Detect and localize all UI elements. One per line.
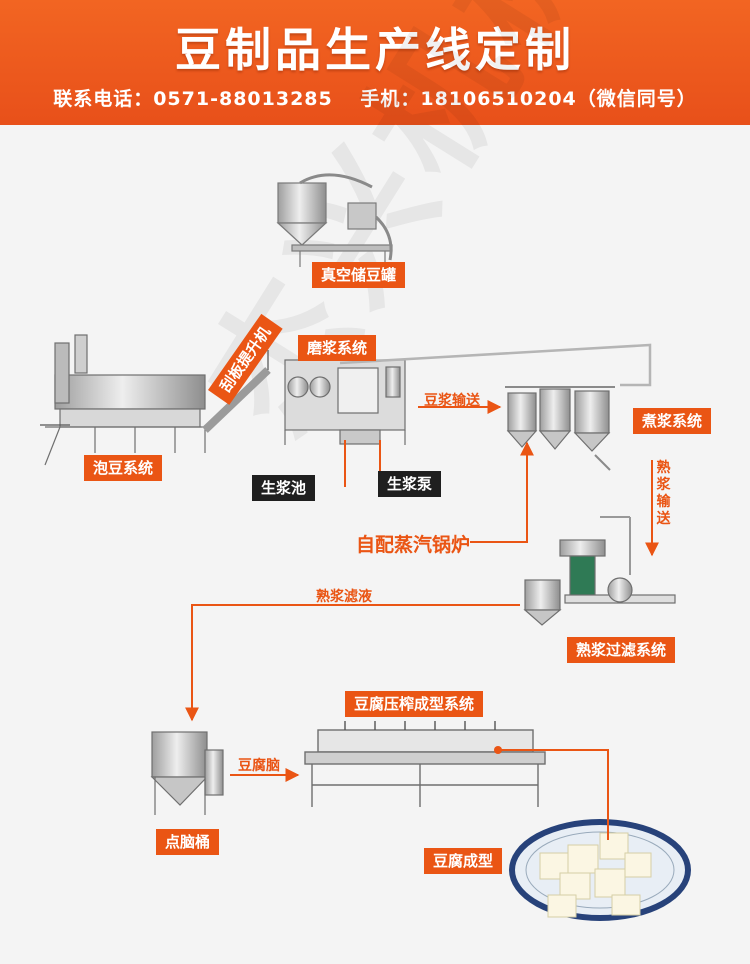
flow-cooked-transport: 熟浆输送 <box>656 460 671 527</box>
label-soak-system: 泡豆系统 <box>84 455 163 481</box>
page-title: 豆制品生产线定制 <box>175 23 575 77</box>
header-banner: 豆制品生产线定制 联系电话：0571-88013285 手机：181065102… <box>0 0 750 125</box>
label-grinding-system: 磨浆系统 <box>298 335 377 361</box>
press-system-machine <box>304 721 546 807</box>
filter-system-machine <box>523 516 676 626</box>
flow-cooked-filtrate: 熟浆滤液 <box>316 589 372 605</box>
flow-lines <box>40 173 691 921</box>
flow-arrows <box>185 400 659 782</box>
tofu-pointer <box>494 746 609 840</box>
label-filter-system: 熟浆过滤系统 <box>567 637 676 663</box>
tofu-plate-image <box>509 819 691 921</box>
soak-system-machine <box>40 334 210 466</box>
label-press-system: 豆腐压榨成型系统 <box>345 691 484 717</box>
label-boiling-system: 煮浆系统 <box>633 408 712 434</box>
vacuum-tank-machine <box>276 173 393 267</box>
label-tofu-formed: 豆腐成型 <box>424 848 503 874</box>
scraper-elevator-machine <box>202 350 271 433</box>
label-curd-bucket: 点脑桶 <box>156 829 220 855</box>
flow-pulp-transport: 豆浆输送 <box>424 393 480 409</box>
mobile-label: 手机：18106510204（微信同号） <box>360 88 697 110</box>
curd-bucket-machine <box>150 731 224 815</box>
label-raw-pulp-pump: 生浆泵 <box>378 471 442 497</box>
phone-label: 联系电话：0571-88013285 <box>53 88 333 110</box>
label-vacuum-tank: 真空储豆罐 <box>312 262 406 288</box>
boiling-system-machine <box>505 386 615 471</box>
label-raw-pulp-tank: 生浆池 <box>252 475 316 501</box>
grinding-machine <box>284 359 406 445</box>
contact-line: 联系电话：0571-88013285 手机：18106510204（微信同号） <box>0 84 750 111</box>
flow-tofu-curd: 豆腐脑 <box>238 758 280 774</box>
flow-steam-boiler: 自配蒸汽锅炉 <box>356 534 471 556</box>
